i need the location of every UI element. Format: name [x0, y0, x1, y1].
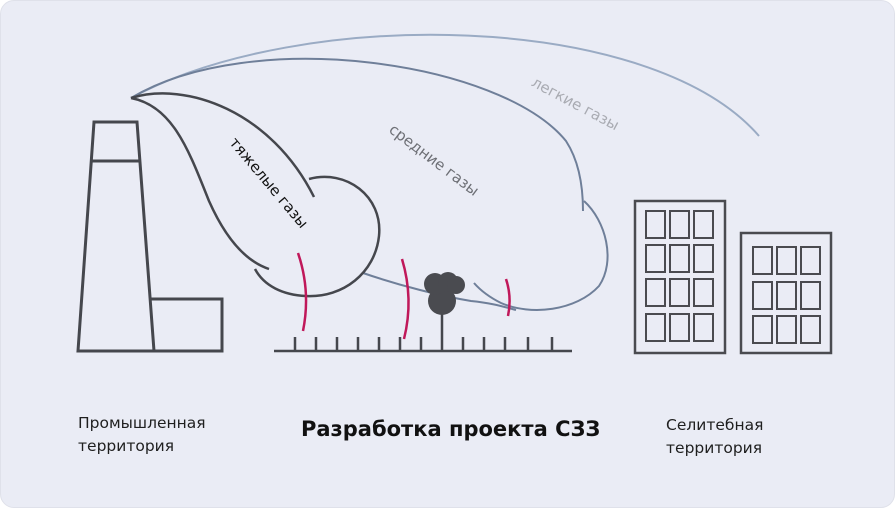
industrial-territory-label: Промышленная территория — [78, 412, 206, 458]
factory-icon — [76, 120, 224, 353]
ground-line — [274, 337, 572, 353]
diagram-title: Разработка проекта СЗЗ — [301, 417, 601, 441]
light-gases-label: легкие газы — [529, 73, 623, 134]
heavy-gases-label: тяжелые газы — [226, 134, 312, 232]
residential-label-line1: Селитебная — [666, 416, 764, 434]
industrial-label-line2: территория — [78, 437, 175, 455]
residential-label-line2: территория — [666, 439, 763, 457]
barrier-arcs — [296, 252, 511, 340]
tree-icon — [424, 272, 465, 351]
medium-gas-plume — [130, 57, 609, 311]
heavy-gas-plume — [130, 92, 381, 298]
chimney — [76, 120, 156, 353]
residential-buildings-icon — [633, 199, 833, 355]
factory-building — [78, 297, 224, 353]
light-gas-plume — [130, 33, 760, 137]
medium-gases-label: средние газы — [386, 120, 483, 199]
industrial-label-line1: Промышленная — [78, 414, 206, 432]
residential-territory-label: Селитебная территория — [666, 414, 763, 460]
